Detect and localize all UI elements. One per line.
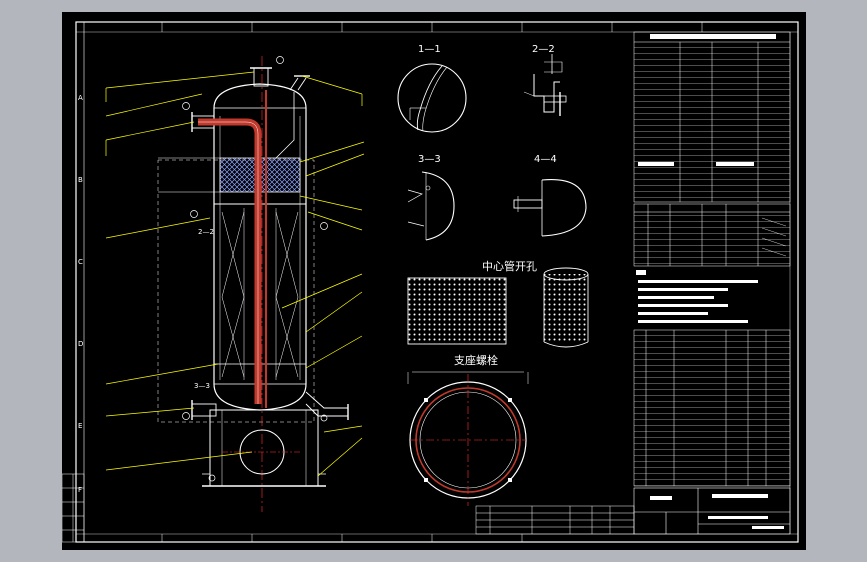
border-letter: B: [78, 176, 83, 184]
section-3-3: 3—3: [407, 154, 455, 241]
leader-lines: [105, 71, 365, 477]
inline-section-label: 2—2: [198, 228, 214, 236]
vessel-elevation: 2—2 3—3: [157, 56, 349, 512]
central-pipe: [198, 90, 267, 408]
drawing-sheet: A B C D E F: [61, 12, 806, 550]
border-letter: C: [78, 258, 83, 266]
border-letter: A: [78, 94, 83, 102]
support-bolt-detail: 支座螺栓: [407, 353, 529, 506]
section-label: 1—1: [418, 44, 441, 55]
cad-drawing: A B C D E F: [61, 21, 799, 543]
border-letter: E: [78, 422, 82, 430]
design-data-table: [633, 31, 791, 203]
nozzle-table: [633, 203, 791, 267]
parts-list: [633, 329, 791, 487]
detail-title: 支座螺栓: [454, 353, 498, 367]
revision-table: [475, 505, 635, 535]
section-2-2: 2—2: [523, 44, 567, 116]
detail-title: 中心管开孔: [482, 259, 537, 273]
section-label: 2—2: [532, 44, 555, 55]
section-label: 3—3: [418, 154, 441, 165]
section-4-4: 4—4: [513, 154, 587, 237]
technical-notes: [636, 270, 758, 323]
title-block: [633, 487, 791, 535]
section-label: 4—4: [534, 154, 557, 165]
border-letter: D: [78, 340, 83, 348]
border-letter: F: [78, 486, 82, 494]
inline-section-label: 3—3: [194, 382, 210, 390]
section-1-1: 1—1: [397, 44, 467, 133]
perforation-detail: 中心管开孔: [407, 259, 589, 348]
